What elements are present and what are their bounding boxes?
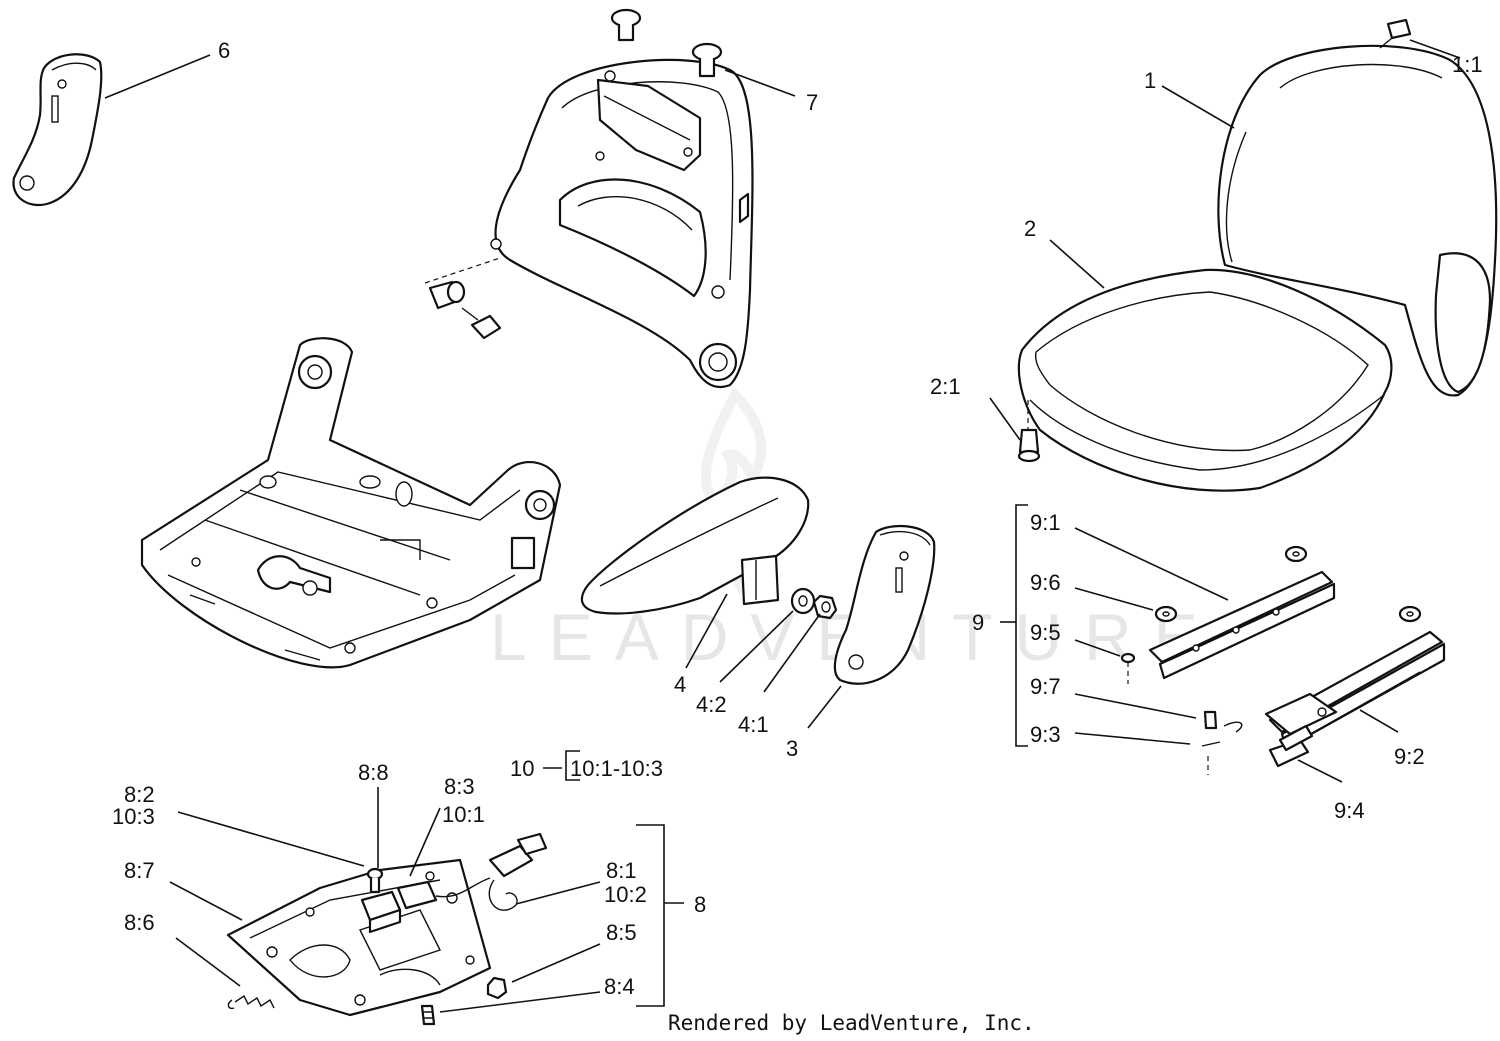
callout-9-7: 9:7 <box>1030 674 1061 699</box>
callout-8-5: 8:5 <box>606 920 637 945</box>
callout-8-1: 8:1 <box>606 858 637 883</box>
part-7-screw-right[interactable] <box>691 42 723 78</box>
callout-9-1: 9:1 <box>1030 510 1061 535</box>
callout-9-3: 9:3 <box>1030 722 1061 747</box>
part-9-6-washer-2[interactable] <box>1284 545 1308 563</box>
part-8-7-plate[interactable] <box>226 858 492 1017</box>
part-1-1-screw[interactable] <box>1379 18 1412 49</box>
callout-9-2: 9:2 <box>1394 744 1425 769</box>
callout-4-1: 4:1 <box>738 712 769 737</box>
part-9-5-screw[interactable] <box>1120 652 1136 684</box>
callout-8-8: 8:8 <box>358 760 389 785</box>
part-4-1-nut[interactable] <box>812 594 838 620</box>
part-1-backrest-cushion[interactable] <box>1217 44 1498 397</box>
callout-6: 6 <box>218 38 230 63</box>
part-7-backrest-frame[interactable] <box>490 58 754 388</box>
callout-2: 2 <box>1024 216 1036 241</box>
callout-9-5: 9:5 <box>1030 620 1061 645</box>
leader-lines <box>104 39 1461 1013</box>
callout-8: 8 <box>694 892 706 917</box>
bracket-10 <box>543 750 580 781</box>
part-3-side-cover[interactable] <box>833 525 936 685</box>
callout-7: 7 <box>806 90 818 115</box>
callout-4: 4 <box>674 672 686 697</box>
seat-base-frame[interactable] <box>140 337 562 669</box>
callout-10-1: 10:1 <box>442 802 485 827</box>
callout-8-4: 8:4 <box>604 974 635 999</box>
callout-10-3: 10:3 <box>112 804 155 829</box>
part-6-side-cover[interactable] <box>12 53 103 207</box>
callout-4-2: 4:2 <box>696 692 727 717</box>
part-9-3-pin[interactable] <box>1201 741 1221 775</box>
callout-10-2: 10:2 <box>604 882 647 907</box>
part-2-seat-cushion[interactable] <box>1017 268 1393 492</box>
part-9-2-lower-rail[interactable] <box>1264 630 1446 750</box>
part-9-4-handle[interactable] <box>1268 724 1314 768</box>
part-8-3-sensor-harness[interactable] <box>396 832 548 910</box>
callout-9-4: 9:4 <box>1334 798 1365 823</box>
part-9-7-clip[interactable] <box>1203 710 1243 733</box>
render-credit: Rendered by LeadVenture, Inc. <box>668 1011 1035 1035</box>
callout-8-3: 8:3 <box>444 774 475 799</box>
callout-8-7: 8:7 <box>124 858 155 883</box>
callout-1: 1 <box>1144 68 1156 93</box>
callout-1-1: 1:1 <box>1452 52 1483 77</box>
bracket-8 <box>636 824 684 1007</box>
bracket-9 <box>1000 504 1028 747</box>
part-7-screw-top[interactable] <box>610 8 642 42</box>
part-9-1-upper-rail[interactable] <box>1148 570 1336 680</box>
callout-9-6: 9:6 <box>1030 570 1061 595</box>
part-9-6-washer-3[interactable] <box>1398 605 1422 623</box>
callout-10: 10 <box>510 756 534 781</box>
part-4-armrest[interactable] <box>580 476 810 615</box>
part-8-6-spring[interactable] <box>227 994 275 1010</box>
part-2-1-fastener[interactable] <box>1017 400 1041 463</box>
callout-10-range: 10:1-10:3 <box>570 756 663 781</box>
callout-8-2: 8:2 <box>124 782 155 807</box>
part-7-bushing-bolt[interactable] <box>424 257 502 340</box>
callout-8-6: 8:6 <box>124 910 155 935</box>
callout-9: 9 <box>972 610 984 635</box>
part-8-5-nut[interactable] <box>486 976 508 1000</box>
part-8-4-spacer[interactable] <box>420 1004 436 1026</box>
callout-2-1: 2:1 <box>930 374 961 399</box>
part-8-8-screw[interactable] <box>366 867 384 894</box>
part-9-6-washer-1[interactable] <box>1154 605 1178 623</box>
callout-3: 3 <box>786 736 798 761</box>
part-8-2-switch[interactable] <box>360 890 402 934</box>
part-8-1-clip[interactable] <box>488 879 518 911</box>
part-4-2-washer[interactable] <box>790 587 816 615</box>
